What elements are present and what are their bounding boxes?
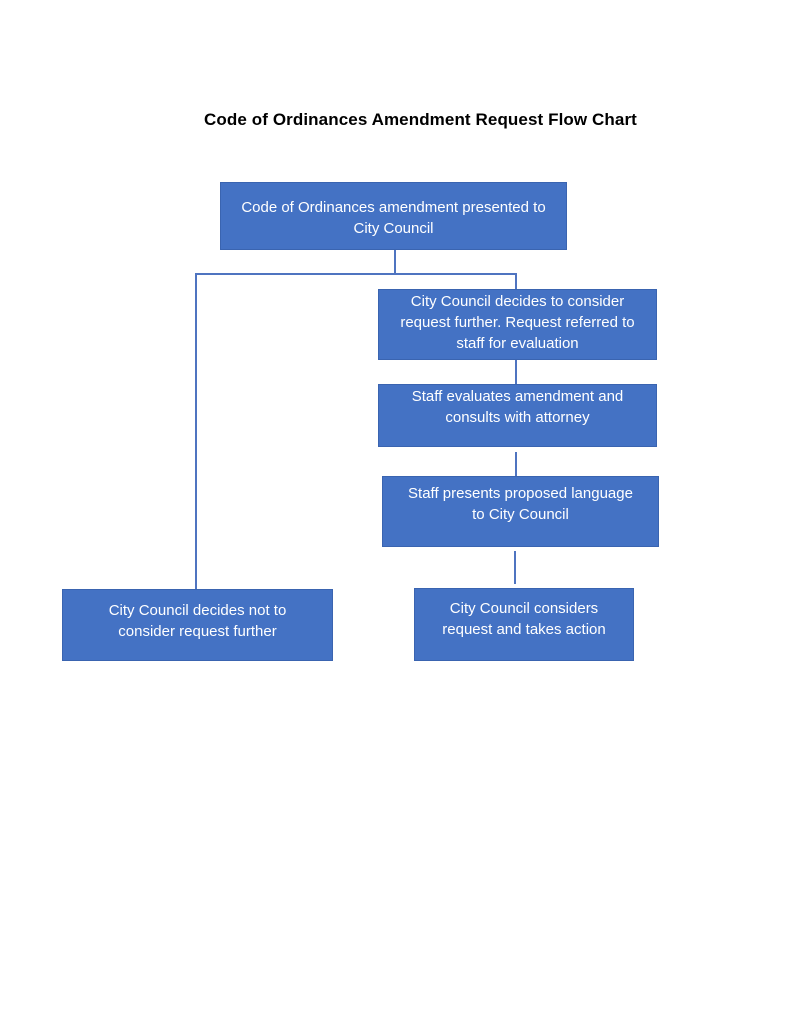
connector-top-stem (394, 250, 396, 274)
page-title: Code of Ordinances Amendment Request Flo… (204, 110, 637, 129)
connector-left-drop (195, 273, 197, 589)
node-staff-presents-language-text: Staff presents proposed language to City… (408, 485, 633, 523)
node-council-takes-action-text: City Council considers request and takes… (442, 600, 606, 638)
node-staff-evaluates-text: Staff evaluates amendment and consults w… (411, 388, 624, 426)
node-council-considers-further: City Council decides to consider request… (378, 289, 657, 360)
connector-horizontal-branch (195, 273, 517, 275)
node-staff-evaluates: Staff evaluates amendment and consults w… (378, 384, 657, 447)
node-staff-presents-language: Staff presents proposed language to City… (382, 476, 659, 547)
node-amendment-presented: Code of Ordinances amendment presented t… (220, 182, 567, 250)
node-council-not-consider-text: City Council decides not to consider req… (108, 602, 287, 640)
connector-consider-to-evaluates (515, 360, 517, 384)
node-council-not-consider: City Council decides not to consider req… (62, 589, 333, 661)
node-amendment-presented-text: Code of Ordinances amendment presented t… (241, 199, 546, 237)
connector-evaluates-to-presents (515, 452, 517, 476)
node-council-considers-further-text: City Council decides to consider request… (400, 293, 635, 352)
node-council-takes-action: City Council considers request and takes… (414, 588, 634, 661)
connector-right-drop (515, 273, 517, 289)
connector-presents-to-action (514, 551, 516, 584)
